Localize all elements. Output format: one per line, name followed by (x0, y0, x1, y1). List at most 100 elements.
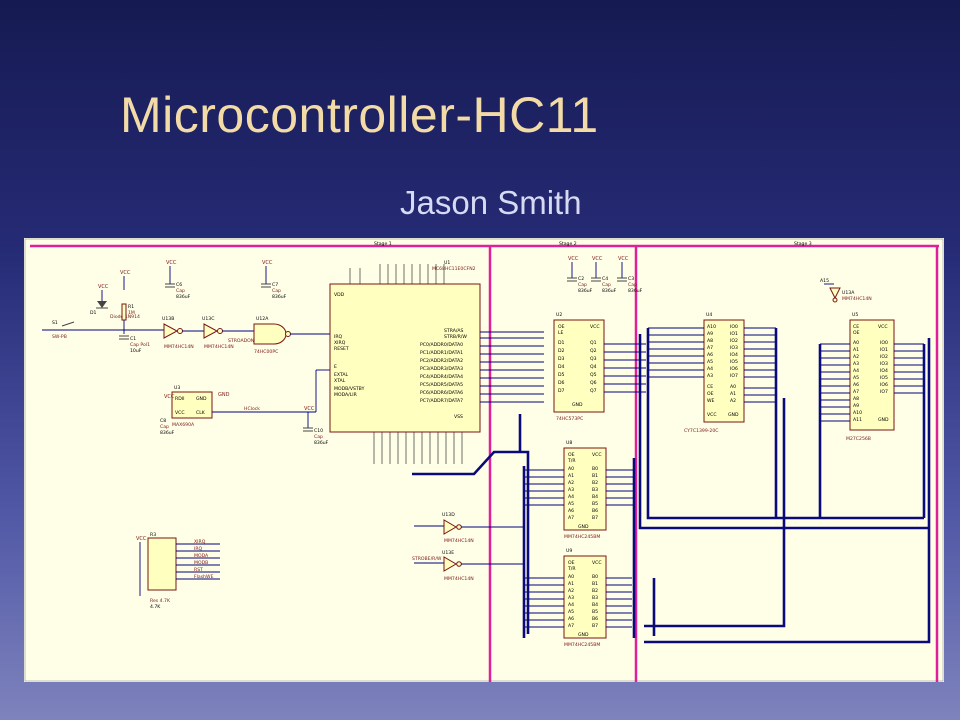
svg-text:VCC: VCC (98, 284, 109, 290)
svg-text:VCC: VCC (592, 256, 603, 262)
svg-text:A7: A7 (568, 515, 574, 521)
svg-text:A3: A3 (568, 487, 574, 493)
svg-text:D7: D7 (558, 388, 565, 394)
svg-text:MM74HC245BM: MM74HC245BM (564, 642, 600, 648)
svg-text:VCC: VCC (136, 536, 147, 542)
svg-text:B7: B7 (592, 623, 598, 629)
svg-text:B3: B3 (592, 595, 598, 601)
svg-text:MM74HC14N: MM74HC14N (842, 296, 872, 302)
svg-text:VCC: VCC (592, 452, 602, 458)
svg-text:IO6: IO6 (730, 366, 738, 372)
svg-text:U5: U5 (852, 312, 858, 318)
svg-text:A8: A8 (853, 396, 859, 402)
svg-text:Cap: Cap (578, 282, 587, 288)
svg-text:C8: C8 (160, 418, 166, 424)
svg-text:RESET: RESET (334, 346, 349, 352)
svg-text:74HC00PC: 74HC00PC (254, 349, 278, 355)
svg-text:MM74HC14N: MM74HC14N (204, 344, 234, 350)
svg-text:836uF: 836uF (272, 294, 287, 300)
svg-text:MODB: MODB (194, 560, 208, 566)
svg-text:A8: A8 (707, 338, 713, 344)
svg-text:STROADONE: STROADONE (228, 338, 257, 344)
svg-text:CE: CE (853, 324, 859, 330)
inverter-u13a: A15 U13A MM74HC14N (820, 278, 872, 303)
svg-text:74HC573PC: 74HC573PC (556, 416, 583, 422)
svg-text:STROBE/R/W: STROBE/R/W (412, 556, 442, 562)
svg-text:836uF: 836uF (160, 430, 175, 436)
svg-text:HClock: HClock (244, 406, 260, 412)
svg-text:B1: B1 (592, 581, 598, 587)
svg-text:U4: U4 (706, 312, 712, 318)
svg-text:A5: A5 (568, 609, 574, 615)
r1-label: 1M (128, 310, 135, 316)
svg-text:A10: A10 (707, 324, 716, 330)
u1-mc68hc11: U1 MC68HC11E0CFN2 VDD IRQ XIRQ RESET E E… (329, 260, 481, 433)
svg-text:PC5/ADDR5/DATA5: PC5/ADDR5/DATA5 (420, 382, 463, 388)
u8-wires (524, 469, 634, 506)
svg-text:IO2: IO2 (730, 338, 738, 344)
svg-text:Q5: Q5 (590, 372, 597, 378)
svg-text:B5: B5 (592, 501, 598, 507)
svg-text:VCC: VCC (175, 410, 185, 416)
svg-text:VSS: VSS (454, 414, 463, 420)
svg-text:Q6: Q6 (590, 380, 597, 386)
svg-text:PC3/ADDR3/DATA3: PC3/ADDR3/DATA3 (420, 366, 463, 372)
svg-text:MODA/LIR: MODA/LIR (334, 392, 358, 398)
svg-text:STRB/R/W: STRB/R/W (444, 334, 467, 340)
slide-title: Microcontroller-HC11 (120, 87, 599, 143)
svg-text:T/R: T/R (567, 458, 576, 464)
svg-text:B1: B1 (592, 473, 598, 479)
c1-label: Cap Pol1 (130, 342, 150, 348)
svg-text:VCC: VCC (166, 260, 177, 266)
svg-text:VCC: VCC (707, 412, 717, 418)
svg-text:PC0/ADDR0/DATA0: PC0/ADDR0/DATA0 (420, 342, 463, 348)
svg-text:B7: B7 (592, 515, 598, 521)
svg-text:IO4: IO4 (880, 368, 888, 374)
svg-text:VCC: VCC (590, 324, 600, 330)
svg-text:U13C: U13C (202, 316, 214, 322)
svg-text:C1: C1 (130, 336, 136, 342)
svg-text:D1: D1 (558, 340, 565, 346)
svg-text:VCC: VCC (618, 256, 629, 262)
svg-text:IO3: IO3 (730, 345, 738, 351)
inverters-u13d-u13e: U13D MM74HC14N U13E MM74HC14N STROBE/R/W (412, 512, 524, 582)
svg-text:U12A: U12A (256, 316, 269, 322)
svg-text:IO5: IO5 (730, 359, 738, 365)
svg-text:MAX690A: MAX690A (172, 422, 195, 428)
svg-text:A7: A7 (568, 623, 574, 629)
svg-text:GND: GND (196, 396, 207, 402)
svg-text:VCC: VCC (592, 560, 602, 566)
svg-text:U2: U2 (556, 312, 562, 318)
svg-text:VCC: VCC (120, 270, 131, 276)
slide-subtitle: Jason Smith (400, 184, 582, 221)
u3-max690a: U3 RDII GND VCC CLK MAX690A HClock VCC G… (160, 369, 330, 436)
svg-text:Cap: Cap (314, 434, 323, 440)
svg-text:CE: CE (707, 384, 713, 390)
svg-text:A0: A0 (568, 466, 574, 472)
svg-text:Cap: Cap (160, 424, 169, 430)
svg-text:D2: D2 (558, 348, 565, 354)
svg-text:GND: GND (578, 524, 589, 530)
svg-text:GND: GND (572, 402, 583, 408)
svg-text:B2: B2 (592, 588, 598, 594)
svg-text:IRQ: IRQ (334, 334, 343, 340)
svg-text:Q2: Q2 (590, 348, 597, 354)
reset-circuit: VCC VCC Diode 1N914 D1 R1 1M C1 Cap Pol1… (42, 270, 164, 354)
svg-text:B4: B4 (592, 602, 598, 608)
svg-text:EXTAL: EXTAL (334, 372, 349, 378)
svg-text:A2: A2 (568, 480, 574, 486)
svg-text:4.7K: 4.7K (150, 604, 161, 610)
svg-text:A4: A4 (568, 494, 574, 500)
svg-text:836uF: 836uF (176, 294, 191, 300)
svg-text:IRQ: IRQ (194, 546, 203, 552)
svg-text:U13E: U13E (442, 550, 454, 556)
sheet-border (24, 238, 944, 682)
svg-text:VCC: VCC (262, 260, 273, 266)
svg-text:A11: A11 (853, 417, 862, 423)
svg-text:XIRQ: XIRQ (334, 340, 346, 346)
